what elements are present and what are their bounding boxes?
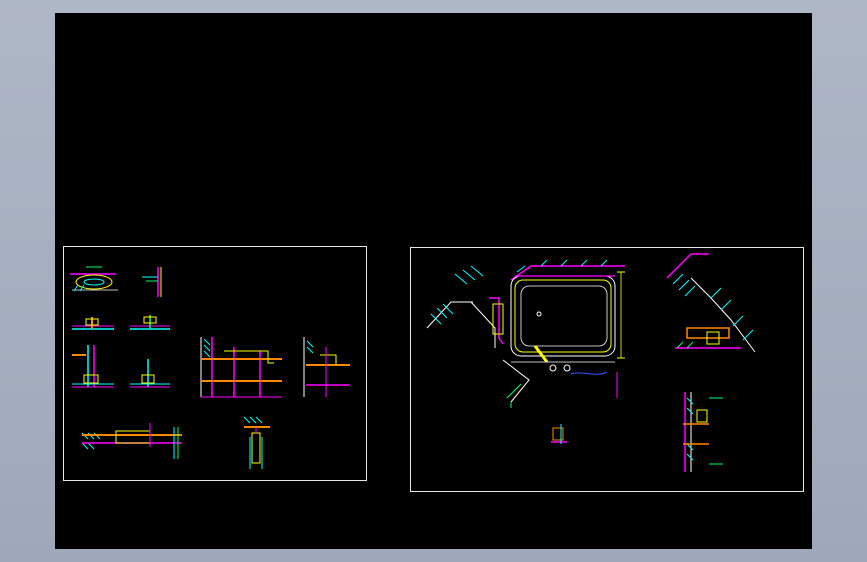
detail-sill-section — [303, 337, 350, 397]
detail-ceiling-hanger-2 — [130, 315, 170, 330]
detail-column-section-2 — [130, 359, 170, 388]
detail-basin-section — [70, 266, 118, 292]
detail-column-section-1 — [72, 345, 114, 388]
bathtub-plan — [426, 259, 625, 408]
detail-sections-drawing — [70, 266, 350, 469]
detail-floor-section — [81, 423, 182, 459]
drain-detail — [551, 424, 567, 444]
drawing-sheet-left[interactable] — [63, 246, 367, 481]
wall-niche-detail — [683, 392, 723, 472]
detail-wall-elevation — [200, 337, 282, 398]
drawing-sheet-right[interactable] — [410, 247, 804, 492]
bathtub-plan-drawing — [426, 253, 756, 472]
cad-drawing-canvas[interactable] — [55, 13, 812, 549]
detail-wall-joint — [142, 267, 162, 297]
corner-wall-detail — [666, 253, 756, 353]
detail-ceiling-hanger-1 — [72, 317, 114, 330]
detail-partition-section — [243, 416, 270, 469]
